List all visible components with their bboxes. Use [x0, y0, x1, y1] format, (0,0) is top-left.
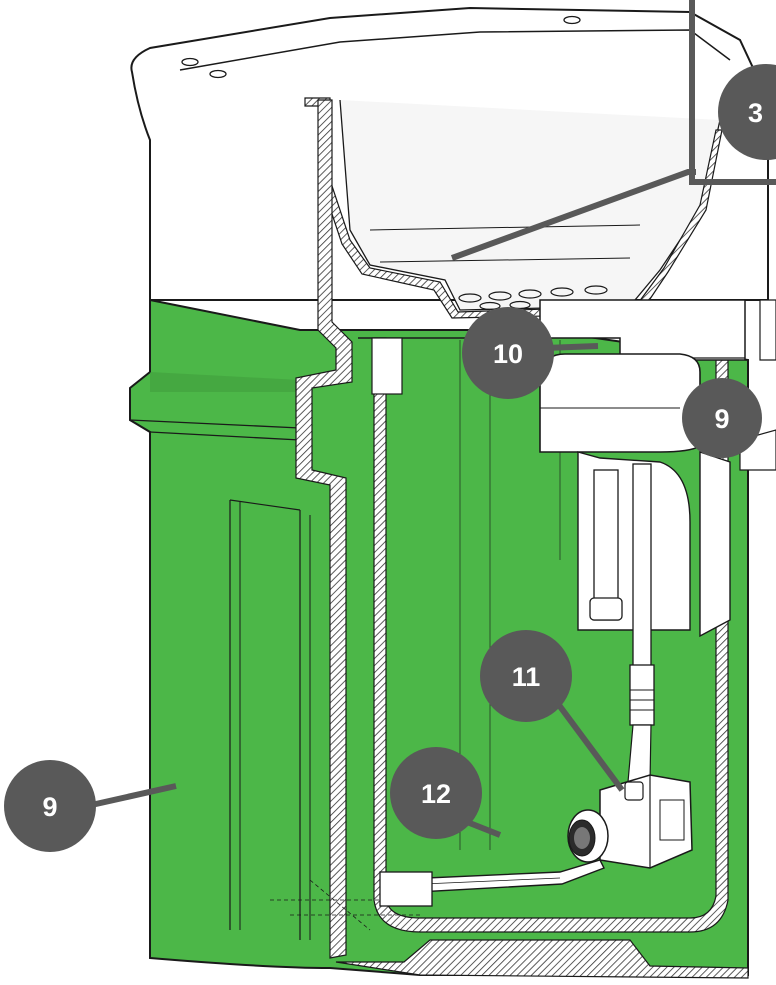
leader-11	[550, 695, 625, 792]
callout-10: 10	[462, 307, 554, 399]
upper-tray	[130, 6, 769, 319]
callout-3: 3	[718, 64, 776, 160]
callout-3-label: 3	[748, 98, 763, 128]
inset-frame	[689, 0, 776, 185]
callout-9-lid-label: 9	[714, 404, 729, 434]
callout-11-label: 11	[512, 662, 541, 692]
callout-11: 11	[480, 630, 572, 722]
pump-unit	[567, 774, 693, 869]
callout-9-lid: 9	[682, 378, 762, 458]
outlet-hose	[379, 859, 605, 907]
callout-12: 12	[390, 747, 482, 839]
pump-housing	[539, 299, 776, 783]
leader-10	[544, 343, 599, 351]
callout-12-label: 12	[421, 779, 451, 809]
callout-9-body-label: 9	[42, 792, 57, 822]
callout-10-label: 10	[493, 339, 523, 369]
callout-9-body: 9	[4, 760, 96, 852]
